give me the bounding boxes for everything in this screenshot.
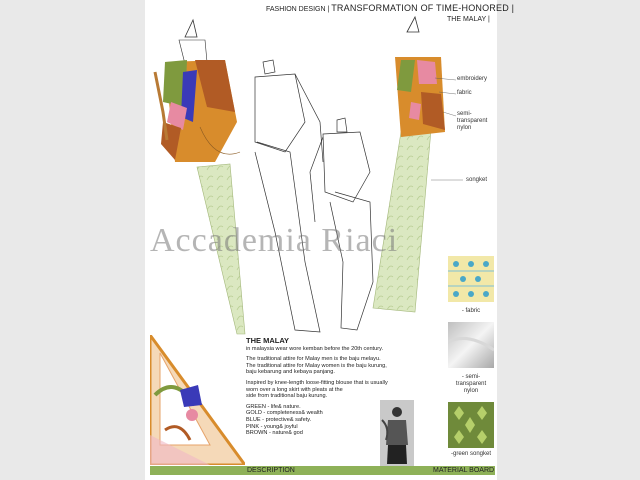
description-title: THE MALAY [246, 336, 290, 345]
header-title: TRANSFORMATION OF TIME-HONORED | [331, 3, 515, 13]
description-inspiration: Inspired by knee-length loose-fitting bl… [246, 379, 388, 400]
swatch-nylon-label: - semi- transparent nylon [455, 374, 487, 394]
color-meanings: GREEN - life& nature. GOLD - completenes… [246, 403, 323, 437]
watermark: Accademia Riaci [150, 222, 399, 259]
description-intro: in malaysia wear wore kemban before the … [246, 345, 384, 352]
figure-sketch-back-2 [309, 117, 374, 331]
callout-semi-line3: nylon [457, 125, 472, 131]
callout-songket: songket [466, 177, 488, 183]
description-block: THE MALAY in malaysia wear wore kemban b… [246, 336, 416, 441]
fashion-sketches [153, 15, 463, 335]
footer-bar [150, 466, 495, 475]
figure-sketch-back [254, 59, 324, 333]
header-subtitle: THE MALAY | [447, 16, 490, 23]
header-section: FASHION DESIGN | [266, 6, 330, 13]
footer-material-board: MATERIAL BOARD [433, 467, 495, 474]
swatch-songket [448, 402, 494, 448]
swatch-nylon [448, 322, 494, 368]
footer-description: DESCRIPTION [247, 467, 295, 474]
page-header: FASHION DESIGN | TRANSFORMATION OF TIME-… [266, 3, 514, 13]
motif-illustration [150, 335, 245, 465]
callout-semi-line2: transparent [457, 118, 488, 124]
swatch-fabric [448, 256, 494, 302]
figure-colored-front [153, 18, 246, 335]
callout-fabric: fabric [457, 90, 472, 96]
figure-colored-back [372, 15, 445, 313]
callout-semi-line1: semi- [457, 111, 472, 117]
description-attire: The traditional attire for Malay men is … [246, 356, 387, 376]
callout-embroidery: embroidery [457, 76, 488, 82]
swatch-songket-label: -green songket [450, 451, 492, 457]
reference-photo [380, 400, 414, 466]
callout-semi-transparent-nylon: semi- transparent nylon [457, 111, 487, 132]
swatch-fabric-label: - fabric [461, 308, 481, 314]
